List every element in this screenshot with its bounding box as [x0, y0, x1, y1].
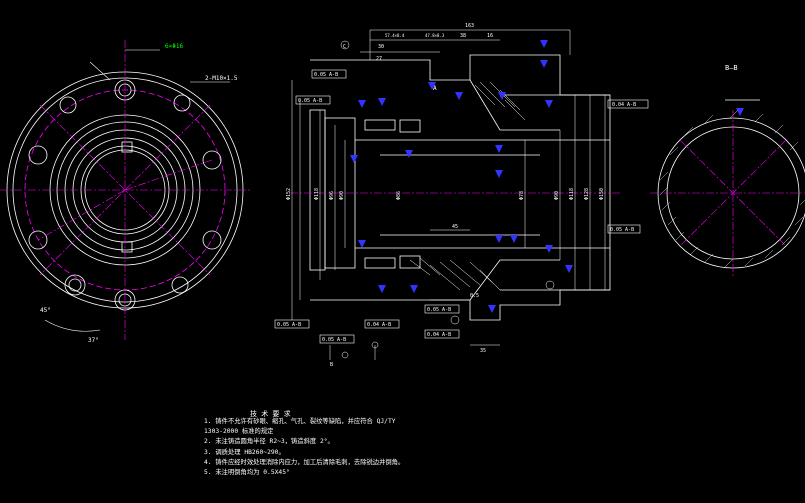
dim-top-6: 47.8×8.3	[425, 33, 445, 38]
tol-frame-3: 0.04 A-B	[612, 102, 636, 108]
flange-callout-angle: 37°	[88, 337, 99, 344]
dim-left-2: Φ118	[314, 188, 320, 200]
section-view	[309, 54, 611, 321]
tol-frame-4: 0.05 A-B	[610, 227, 634, 233]
dim-top-3: 38	[460, 33, 466, 39]
dim-left-5: Φ86	[396, 191, 402, 200]
datum-c: C	[343, 44, 346, 50]
dim-left-3: Φ96	[329, 191, 335, 200]
tol-frame-5: 0.05 A-B	[277, 322, 301, 328]
technical-notes: 1. 铸件不允许有砂眼、缩孔、气孔、裂纹等缺陷，并应符合 QJ/TY 1303-…	[204, 417, 444, 478]
dim-top-7: 57.4×8.4	[385, 33, 405, 38]
note-line: 2. 未注铸造圆角半径 R2~3，铸造斜度 2°。	[204, 438, 334, 446]
dim-left-1: Φ152	[286, 188, 292, 200]
dim-right-3: Φ118	[569, 188, 575, 200]
bb-section-label: B—B	[725, 64, 738, 72]
dim-bottom-2: 0.5	[470, 293, 479, 299]
dim-right-1: Φ78	[519, 191, 525, 200]
note-line: 1303-2000 标准的规定	[204, 428, 274, 436]
dim-right-5: Φ150	[599, 188, 605, 200]
dim-top-4: 27	[376, 56, 382, 62]
dim-top-2: 30	[378, 44, 384, 50]
note-line: 5. 未注明倒角均为 0.5X45°	[204, 469, 290, 477]
bb-centerlines	[650, 110, 805, 276]
section-hatching	[409, 81, 526, 291]
datum-b: B	[330, 362, 333, 368]
section-dimension-lines	[291, 29, 606, 360]
tol-frame-8: 0.04 A-B	[427, 332, 451, 338]
flange-callout-holes: 6×Φ16	[165, 43, 183, 50]
bb-hatching	[659, 109, 805, 268]
dim-bottom-1: 45	[452, 224, 458, 230]
tol-frame-9: 0.05 A-B	[322, 337, 346, 343]
dim-bottom-3: 35	[480, 348, 486, 354]
flange-callout-angle2: 45°	[40, 307, 51, 314]
dim-right-2: Φ90	[554, 191, 560, 200]
dim-overall-length: 163	[465, 23, 474, 29]
flange-leaders	[44, 49, 230, 332]
tol-frame-7: 0.05 A-B	[427, 307, 451, 313]
tolerance-frames	[274, 69, 649, 344]
note-line: 4. 铸件应经时效处理消除内应力，加工后清除毛刺，去除锐边并倒角。	[204, 458, 405, 466]
dim-left-4: Φ90	[339, 191, 345, 200]
flange-callout-thread: 2-M10×1.5	[205, 75, 238, 82]
dim-top-5: 16	[487, 33, 493, 39]
dim-right-4: Φ128	[584, 188, 590, 200]
tol-frame-1: 0.05 A-B	[314, 72, 338, 78]
flange-centerlines	[0, 40, 250, 340]
notes-title: 技 术 要 求	[250, 410, 291, 418]
surface-finish-markers	[350, 40, 744, 313]
note-line: 1. 铸件不允许有砂眼、缩孔、气孔、裂纹等缺陷，并应符合 QJ/TY	[204, 418, 396, 425]
section-label-a: A	[433, 85, 437, 92]
note-line: 3. 调质处理 HB260~290。	[204, 448, 285, 456]
tol-frame-2: 0.05 A-B	[298, 98, 322, 104]
tol-frame-6: 0.04 A-B	[367, 322, 391, 328]
